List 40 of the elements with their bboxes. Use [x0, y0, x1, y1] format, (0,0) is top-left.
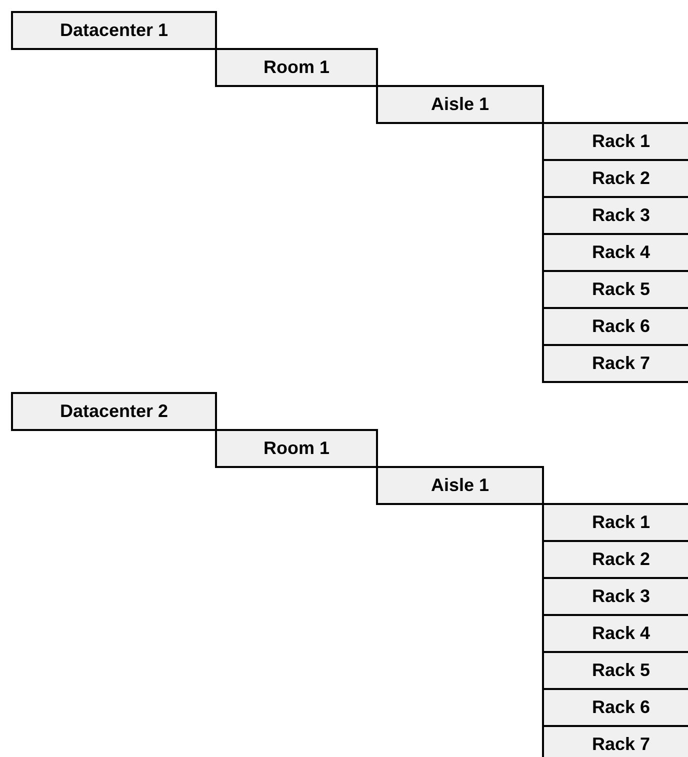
label-box [376, 85, 544, 124]
box-label: Rack 1 [592, 512, 650, 533]
label-box [542, 122, 688, 160]
label-box [376, 466, 544, 504]
label-box [215, 429, 378, 468]
box-label: Rack 2 [592, 168, 650, 189]
box-label: Aisle 1 [430, 94, 490, 115]
box-label: Rack 3 [592, 204, 650, 226]
box-label: Rack 3 [592, 586, 650, 607]
label-box [542, 159, 688, 198]
box-label: Room 1 [263, 56, 330, 78]
label-box [542, 196, 688, 234]
label-box [11, 11, 217, 50]
box-label: Rack 7 [592, 352, 650, 374]
box-label: Rack 4 [592, 242, 650, 263]
label-box [542, 725, 688, 757]
label-box [542, 344, 688, 382]
box-label: Room 1 [263, 438, 330, 459]
label-box [542, 614, 688, 652]
box-label: Rack 6 [592, 696, 650, 718]
box-label: Datacenter 2 [60, 400, 168, 422]
label-box [542, 270, 688, 308]
box-label: Aisle 1 [430, 474, 490, 496]
label-box [542, 688, 688, 726]
label-box [11, 392, 217, 430]
box-label: Rack 4 [592, 622, 650, 644]
label-box [542, 233, 688, 272]
label-box [542, 577, 688, 616]
box-label: Rack 6 [592, 316, 650, 337]
label-box [542, 503, 688, 542]
label-box [542, 540, 688, 578]
box-label: Rack 7 [592, 734, 650, 755]
label-box [542, 651, 688, 690]
box-label: Rack 2 [592, 548, 650, 570]
label-box [542, 307, 688, 346]
box-label: Rack 5 [592, 278, 650, 300]
label-box [215, 48, 378, 86]
box-label: Rack 5 [592, 660, 650, 681]
box-label: Rack 1 [592, 130, 650, 152]
box-label: Datacenter 1 [60, 20, 168, 41]
